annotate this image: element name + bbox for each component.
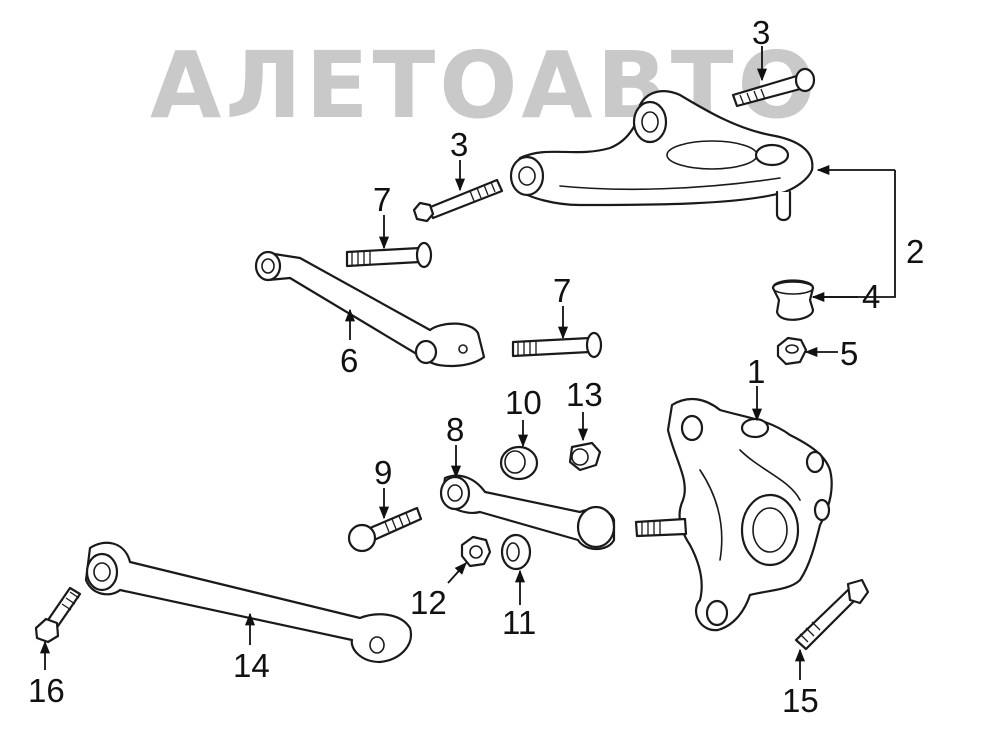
part-15-bolt <box>794 578 870 651</box>
callout-1: 1 <box>747 353 765 390</box>
part-10-bushing <box>499 445 539 481</box>
part-13-bushing <box>568 441 602 472</box>
callout-2: 2 <box>906 233 924 270</box>
part-3-bolt-lower <box>412 178 504 223</box>
callout-12: 12 <box>410 584 447 621</box>
part-3-bolt-upper <box>731 67 816 108</box>
callout-9: 9 <box>374 454 392 491</box>
part-1-knuckle <box>634 397 833 632</box>
part-4-bushing <box>771 279 815 321</box>
callout-8: 8 <box>446 411 464 448</box>
part-9-bolt <box>347 506 423 553</box>
callout-7-upper: 7 <box>373 181 391 218</box>
callout-11: 11 <box>502 604 536 641</box>
callout-4: 4 <box>862 278 880 315</box>
part-6-trailing-link <box>254 250 486 368</box>
callout-6: 6 <box>340 342 358 379</box>
callout-14: 14 <box>233 647 270 684</box>
part-16-bolt <box>34 586 82 644</box>
callout-3-lower: 3 <box>450 126 468 163</box>
part-7-bolt-upper <box>345 241 433 269</box>
callout-7-lower: 7 <box>553 272 571 309</box>
callout-16: 16 <box>28 672 65 709</box>
part-14-lower-link <box>84 541 413 664</box>
callout-3-upper: 3 <box>752 14 770 51</box>
part-7-bolt-lower <box>511 331 603 359</box>
callout-5: 5 <box>840 335 858 372</box>
callout-15: 15 <box>782 682 819 719</box>
part-8-lateral-link <box>439 474 616 551</box>
callout-10: 10 <box>505 384 542 421</box>
callout-13: 13 <box>566 376 603 413</box>
leader-lines <box>39 46 896 680</box>
part-5-nut <box>776 336 808 366</box>
part-11-washer <box>500 533 532 571</box>
part-2-upper-control-arm <box>509 90 814 222</box>
part-12-nut <box>460 535 492 568</box>
